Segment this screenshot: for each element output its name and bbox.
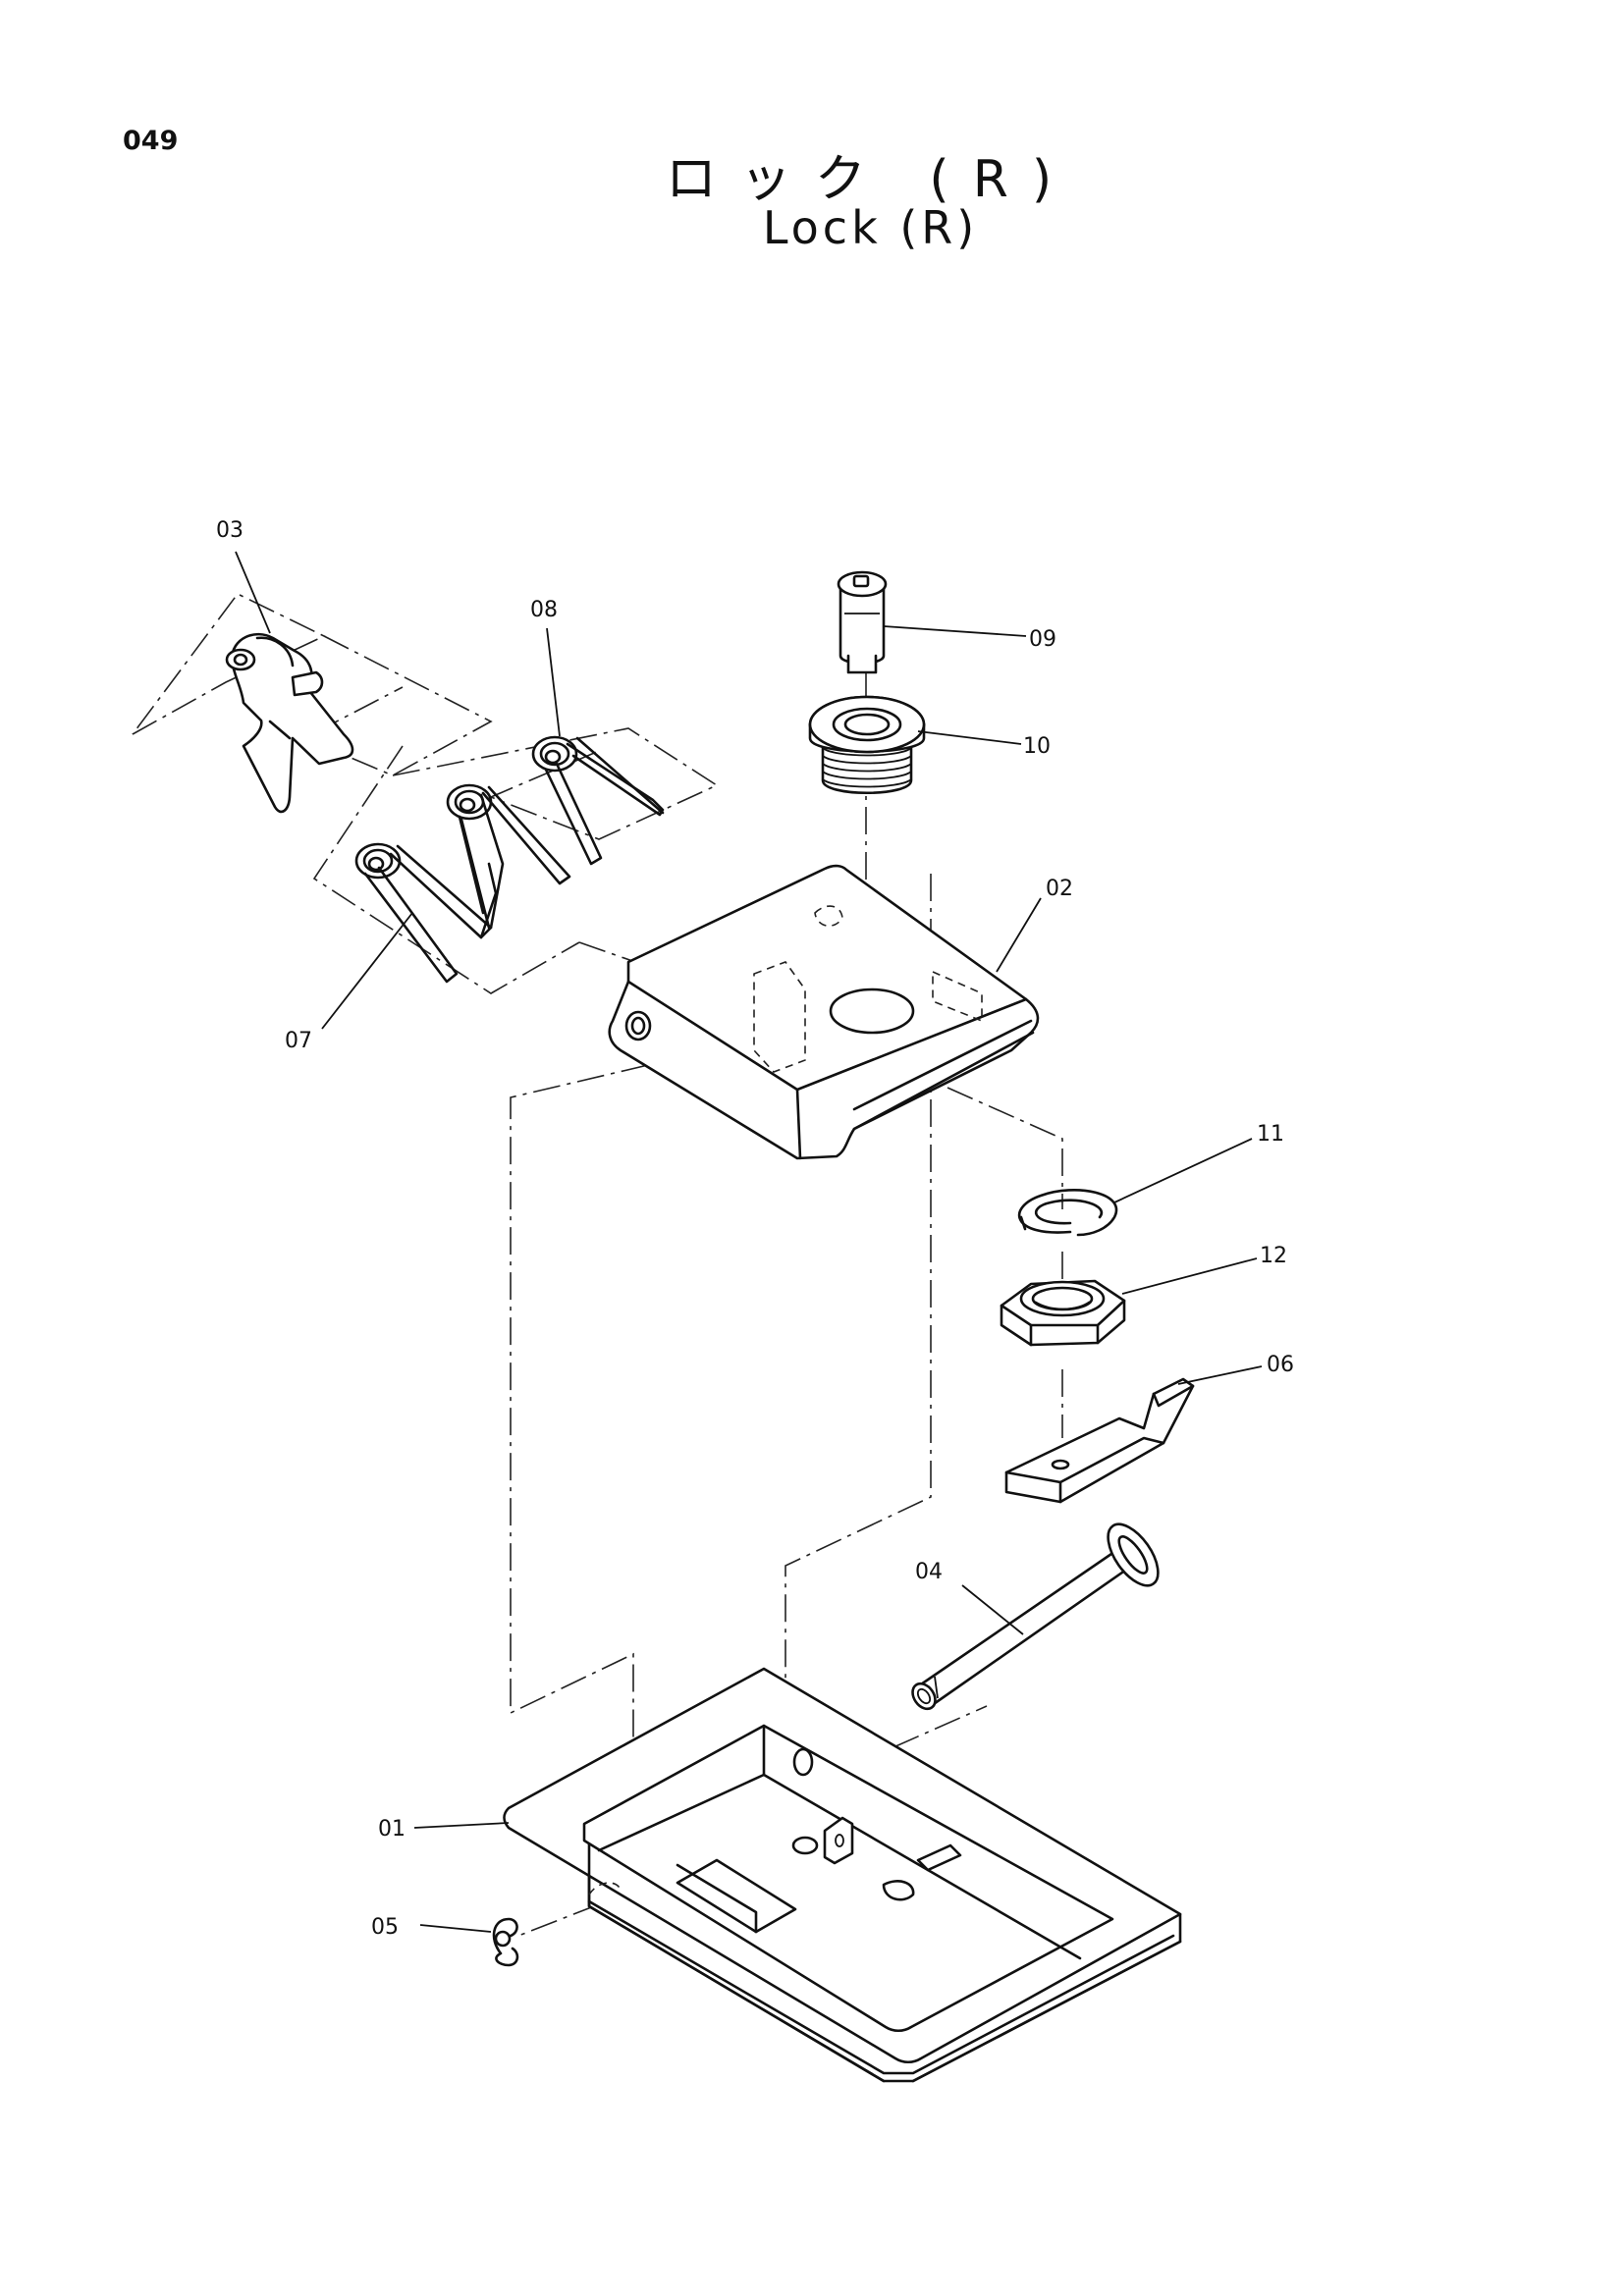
part-11-snap-ring — [1017, 1189, 1118, 1237]
part-10-threaded-bushing — [808, 695, 926, 795]
callout-07: 07 — [285, 1029, 312, 1053]
callout-02: 02 — [1046, 877, 1073, 901]
leader-lines — [235, 551, 1263, 1933]
part-12-hex-nut — [1000, 1279, 1126, 1347]
callout-04: 04 — [915, 1560, 943, 1584]
callout-12: 12 — [1260, 1244, 1287, 1268]
page-number: 049 — [123, 126, 179, 156]
callout-06: 06 — [1267, 1353, 1294, 1377]
callout-labels: 03 08 09 10 02 07 11 12 06 04 01 05 — [216, 518, 1294, 1940]
part-06-striker-plate — [1004, 1377, 1195, 1504]
title-english: Lock (R) — [762, 201, 979, 254]
part-04-pin — [911, 1522, 1160, 1711]
part-01-base-frame — [503, 1667, 1182, 2083]
callout-10: 10 — [1023, 734, 1051, 759]
title-japanese: ロック (R) — [665, 150, 1076, 209]
part-09-key-cylinder — [837, 570, 888, 674]
callout-03: 03 — [216, 518, 243, 543]
callout-11: 11 — [1257, 1122, 1284, 1147]
callout-05: 05 — [371, 1915, 399, 1940]
callout-09: 09 — [1029, 627, 1056, 652]
callout-08: 08 — [530, 598, 558, 622]
callout-01: 01 — [378, 1817, 406, 1842]
part-03-latch — [225, 632, 354, 814]
part-05-e-ring — [492, 1917, 519, 1967]
part-02-lock-plate — [608, 864, 1040, 1160]
part-07-08-springs — [354, 735, 665, 984]
